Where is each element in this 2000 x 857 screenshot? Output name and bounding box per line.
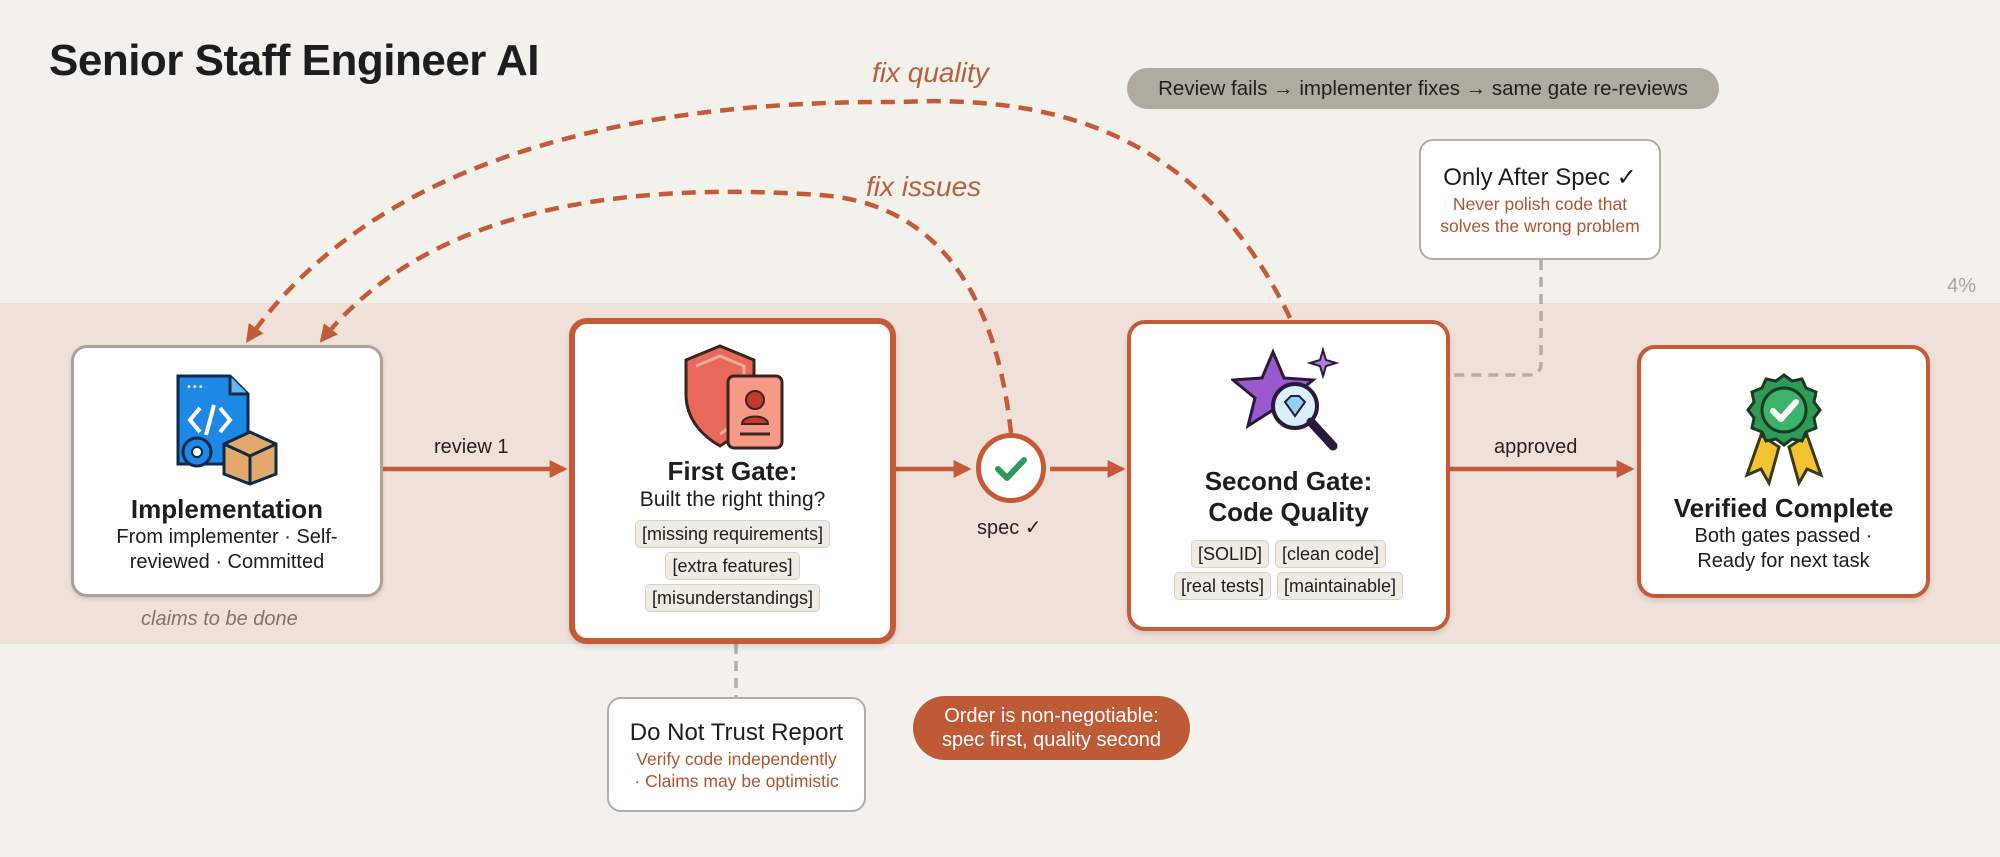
- verified-sub-1: Both gates passed ·: [1694, 525, 1873, 547]
- fix-quality-label: fix quality: [872, 57, 989, 88]
- only-after-spec-title: Only After Spec ✓: [1443, 163, 1637, 191]
- shield-badge-icon: [684, 344, 783, 450]
- spec-check-label: spec ✓: [977, 517, 1042, 539]
- star-magnifier-icon: [1231, 346, 1340, 451]
- order-note-line-2: spec first, quality second: [942, 729, 1161, 751]
- tag-missing-requirements: [missing requirements]: [634, 520, 831, 548]
- implementation-sub-1: From implementer · Self-: [116, 526, 338, 548]
- approved-label: approved: [1494, 436, 1578, 458]
- corner-percent: 4%: [1947, 275, 1976, 297]
- code-file-gear-box-icon: •••: [176, 374, 278, 486]
- only-after-spec-note: Only After Spec ✓ Never polish code that…: [1419, 139, 1661, 260]
- only-after-spec-line-1: Never polish code that: [1452, 193, 1628, 214]
- do-not-trust-line-2: · Claims may be optimistic: [634, 770, 839, 791]
- verified-complete-node: Verified Complete Both gates passed · Re…: [1637, 345, 1930, 598]
- implementation-sub-2: reviewed · Committed: [129, 551, 325, 573]
- order-note-pill: Order is non-negotiable: spec first, qua…: [913, 696, 1190, 760]
- second-gate-node: Second Gate: Code Quality [SOLID] [clean…: [1127, 320, 1450, 631]
- page-title: Senior Staff Engineer AI: [49, 36, 540, 85]
- tag-real-tests: [real tests]: [1173, 572, 1271, 600]
- tag-extra-features: [extra features]: [665, 552, 800, 580]
- award-ribbon-icon: [1743, 373, 1824, 487]
- order-note-line-1: Order is non-negotiable:: [944, 705, 1159, 727]
- second-gate-title-1: Second Gate:: [1204, 466, 1373, 496]
- tag-misunderstandings: [misunderstandings]: [644, 584, 821, 612]
- verified-title: Verified Complete: [1673, 493, 1894, 523]
- tag-clean-code: [clean code]: [1274, 540, 1387, 568]
- implementation-title: Implementation: [130, 494, 324, 524]
- fix-issues-loop: [319, 189, 1014, 434]
- only-after-spec-line-2: solves the wrong problem: [1440, 215, 1640, 236]
- fix-issues-label: fix issues: [866, 171, 982, 202]
- do-not-trust-line-1: Verify code independently: [636, 748, 837, 769]
- tag-maintainable: [maintainable]: [1276, 572, 1404, 600]
- check-icon: [995, 457, 1027, 481]
- spec-check-node: [976, 433, 1046, 503]
- loop-note-pill: Review fails → implementer fixes → same …: [1127, 68, 1719, 109]
- review1-label: review 1: [434, 436, 509, 458]
- first-gate-node: First Gate: Built the right thing? [miss…: [569, 318, 896, 644]
- verified-sub-2: Ready for next task: [1697, 550, 1870, 572]
- first-gate-sub: Built the right thing?: [639, 488, 826, 511]
- note-connector-second-gate: [1452, 260, 1543, 377]
- first-gate-title: First Gate:: [667, 456, 798, 486]
- fix-quality-loop: [245, 98, 1293, 343]
- do-not-trust-note: Do Not Trust Report Verify code independ…: [607, 697, 866, 812]
- implementation-caption: claims to be done: [141, 608, 298, 630]
- do-not-trust-title: Do Not Trust Report: [629, 718, 844, 746]
- tag-solid: [SOLID]: [1190, 540, 1269, 568]
- svg-text:•••: •••: [186, 382, 204, 393]
- implementation-node: ••• Implementation From implementer · Se…: [71, 345, 383, 597]
- second-gate-title-2: Code Quality: [1208, 497, 1369, 527]
